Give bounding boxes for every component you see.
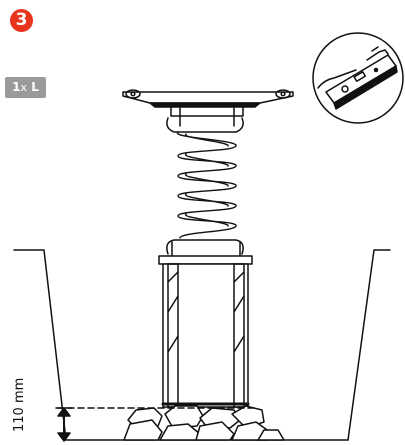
mounting-plate <box>122 89 294 108</box>
gravel-stones <box>123 405 285 441</box>
step-number-badge: 3 <box>10 9 33 32</box>
coil-spring <box>177 131 237 239</box>
depth-dimension <box>55 407 256 442</box>
spirit-level-icon <box>317 46 398 110</box>
post-tube <box>161 263 250 408</box>
depth-dimension-label: 110 mm <box>12 377 27 432</box>
quantity-count: 1 <box>12 80 21 94</box>
quantity-unit: L <box>31 80 39 94</box>
quantity-badge: 1x L <box>5 77 46 98</box>
quantity-separator: x <box>20 81 28 94</box>
upper-spring-seat <box>166 106 244 133</box>
spirit-level-inset <box>312 32 404 124</box>
lower-spring-seat <box>158 239 253 265</box>
